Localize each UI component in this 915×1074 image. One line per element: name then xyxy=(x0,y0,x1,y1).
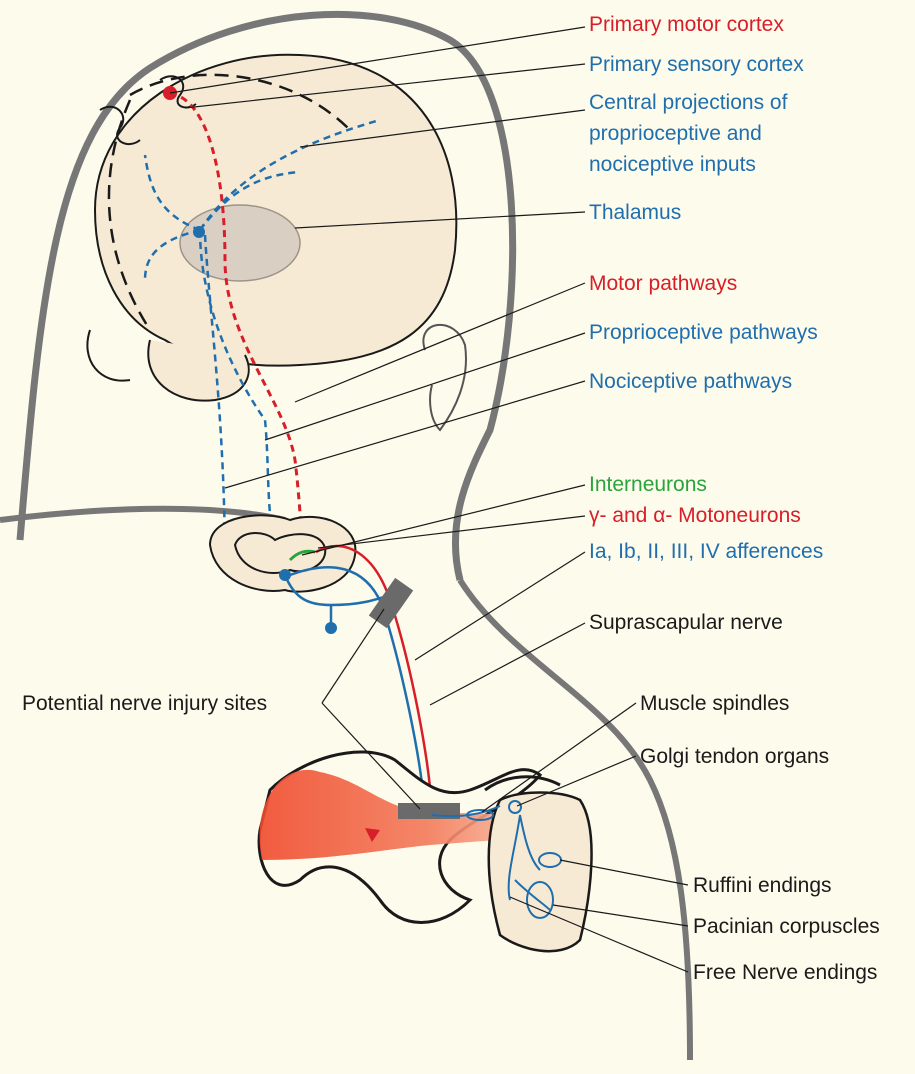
label-pacinian-corpuscles: Pacinian corpuscles xyxy=(693,916,880,937)
label-golgi-tendon-organs: Golgi tendon organs xyxy=(640,746,829,767)
label-nerve-injury-sites: Potential nerve injury sites xyxy=(22,693,267,714)
label-motoneurons: γ- and α- Motoneurons xyxy=(589,505,801,526)
label-suprascapular-nerve: Suprascapular nerve xyxy=(589,612,783,633)
label-motor-pathways: Motor pathways xyxy=(589,273,737,294)
thalamus-shape xyxy=(180,205,300,281)
leader-afferences xyxy=(415,552,585,660)
label-central-projections-line1: Central projections of xyxy=(589,87,787,118)
temporal-lobe xyxy=(87,330,130,381)
label-thalamus: Thalamus xyxy=(589,202,681,223)
label-central-projections: Central projections of proprioceptive an… xyxy=(589,87,787,180)
label-primary-motor-cortex: Primary motor cortex xyxy=(589,14,784,35)
humerus-head xyxy=(489,793,592,952)
label-free-nerve-endings: Free Nerve endings xyxy=(693,962,877,983)
label-afferences: Ia, Ib, II, III, IV afferences xyxy=(589,541,823,562)
injury-site-upper xyxy=(369,578,413,628)
label-primary-sensory-cortex: Primary sensory cortex xyxy=(589,54,804,75)
leader-motoneurons xyxy=(318,516,585,548)
brain xyxy=(95,55,456,366)
label-nociceptive-pathways: Nociceptive pathways xyxy=(589,371,792,392)
leader-nociceptive xyxy=(225,381,585,488)
label-ruffini-endings: Ruffini endings xyxy=(693,875,832,896)
label-muscle-spindles: Muscle spindles xyxy=(640,693,789,714)
label-central-projections-line3: nociceptive inputs xyxy=(589,149,787,180)
label-proprioceptive-pathways: Proprioceptive pathways xyxy=(589,322,818,343)
label-interneurons: Interneurons xyxy=(589,474,707,495)
label-central-projections-line2: proprioceptive and xyxy=(589,118,787,149)
thalamic-neuron xyxy=(193,226,205,238)
